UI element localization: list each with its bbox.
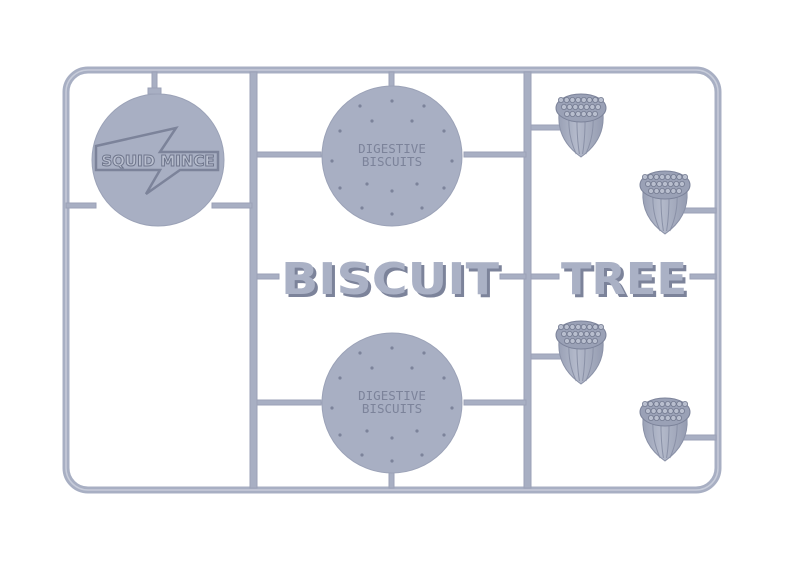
title-word1-shadow: BISCUIT [284,257,502,308]
biscuit-top-line1: DIGESTIVE [358,141,426,156]
biscuit-bottom-line1: DIGESTIVE [358,388,426,403]
biscuit-bottom-line2: BISCUITS [362,401,422,416]
lightning-bolt-icon [94,126,220,196]
biscuit-dots [330,99,454,216]
title-word2: TREE [561,254,687,305]
squid-mince-badge: SQUID MINCE [91,93,225,227]
acorn-icon [555,320,607,385]
title-word1: BISCUIT [281,254,499,305]
title-word2-shadow: TREE [564,257,690,308]
biscuit-top: DIGESTIVE BISCUITS [321,85,463,227]
biscuit-top-line2: BISCUITS [362,154,422,169]
title: BISCUIT BISCUIT TREE TREE [281,254,690,308]
badge-text: SQUID MINCE [101,152,214,170]
biscuit-bottom: DIGESTIVE BISCUITS [321,332,463,474]
acorn-icon [555,93,607,158]
acorn-icon [639,170,691,235]
biscuit-dots [330,346,454,463]
acorn-icon [639,397,691,462]
